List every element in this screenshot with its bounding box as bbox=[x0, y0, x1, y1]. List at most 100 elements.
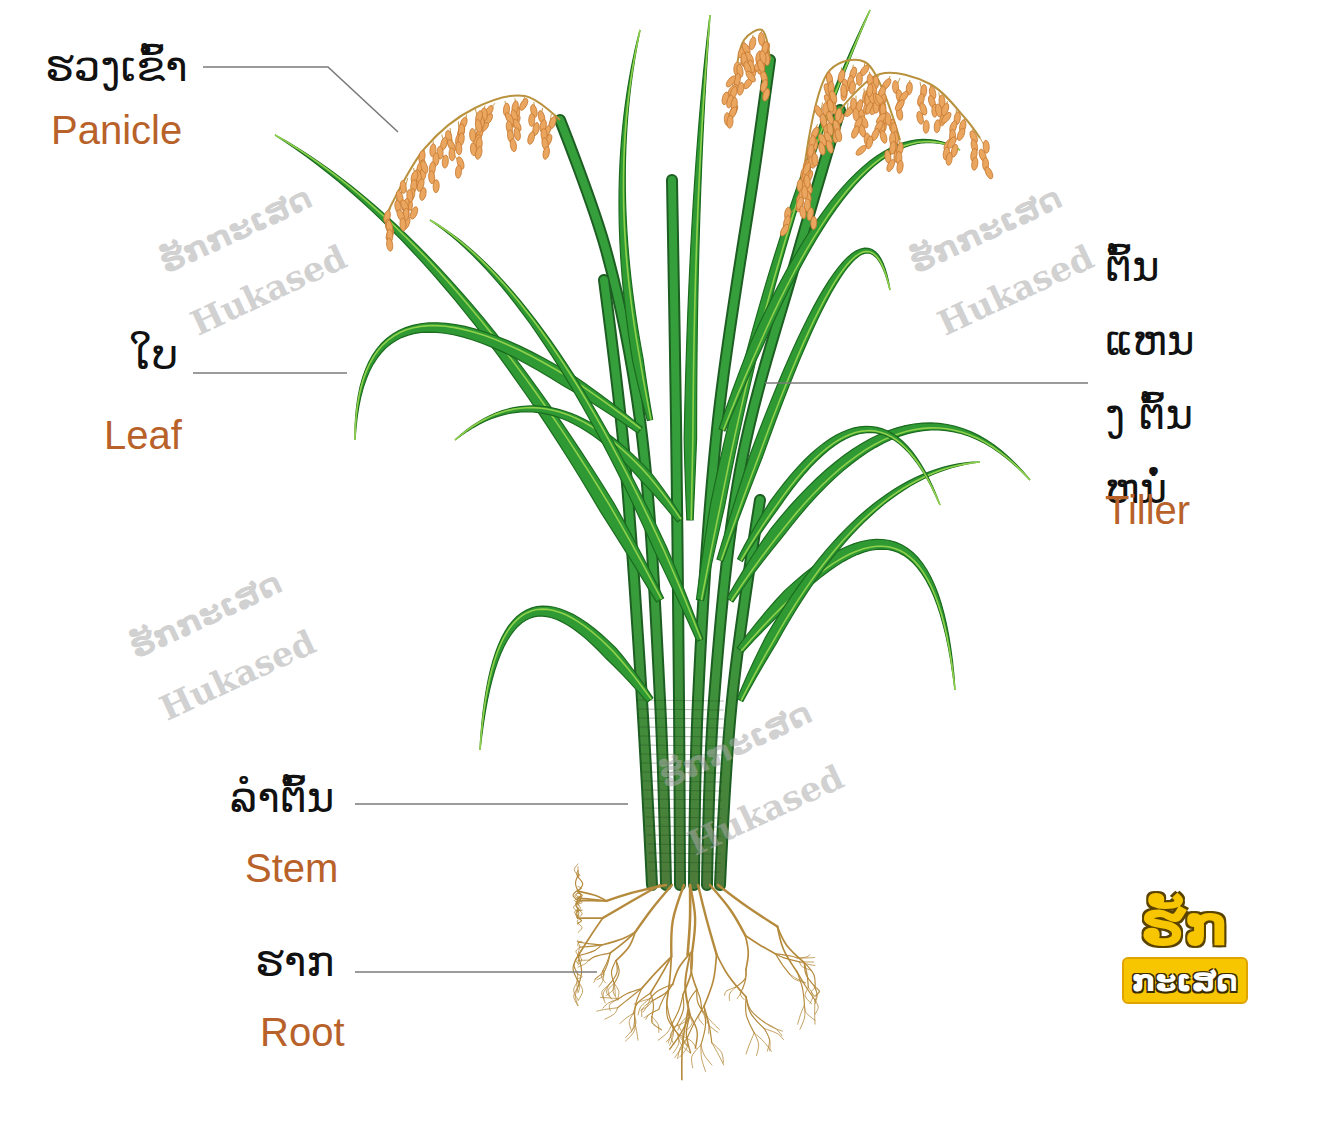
root-line bbox=[746, 997, 764, 1029]
root-line bbox=[682, 1010, 688, 1080]
leaf-vein bbox=[741, 546, 955, 690]
rice-grain bbox=[529, 113, 535, 126]
root-line bbox=[777, 927, 797, 972]
root-line bbox=[618, 989, 642, 1008]
root-line bbox=[575, 955, 579, 963]
root-line bbox=[578, 918, 581, 923]
root-line bbox=[597, 971, 604, 980]
leaf-blade bbox=[737, 539, 955, 690]
logo-heading: ຮັກ bbox=[1141, 895, 1229, 957]
rice-grain bbox=[779, 223, 791, 237]
rice-grain bbox=[971, 157, 979, 171]
root-line bbox=[573, 890, 578, 901]
root-line bbox=[735, 969, 746, 987]
root-line bbox=[589, 953, 610, 960]
sheath-stripe bbox=[638, 727, 723, 728]
root-line bbox=[764, 1029, 770, 1051]
rice-grain bbox=[879, 130, 888, 144]
leaf-blade bbox=[738, 426, 940, 561]
root-line bbox=[746, 997, 755, 1033]
rice-grain bbox=[399, 218, 406, 231]
rice-grain bbox=[744, 70, 757, 84]
rice-grain bbox=[419, 160, 429, 174]
root-line bbox=[574, 909, 578, 916]
leaf-vein bbox=[430, 220, 701, 640]
rice-grain bbox=[885, 158, 896, 172]
part-label: Panicle bbox=[51, 106, 182, 154]
rice-grain bbox=[761, 88, 771, 102]
leaf-blade bbox=[727, 423, 1030, 602]
part-label: ຕົ້ນແຫນງ ຕົ້ນຫນໍ່ bbox=[1105, 230, 1195, 526]
rice-grain bbox=[736, 82, 744, 96]
root-line bbox=[578, 909, 582, 918]
root-line bbox=[672, 995, 683, 1024]
rice-grain bbox=[509, 138, 517, 152]
root-line bbox=[667, 1003, 678, 1034]
root-line bbox=[650, 984, 673, 998]
rice-grain bbox=[386, 238, 394, 252]
root-line bbox=[614, 983, 619, 1000]
rice-grain bbox=[854, 144, 868, 157]
leaf-vein bbox=[723, 142, 960, 431]
rice-grain bbox=[756, 59, 766, 73]
leaf-vein bbox=[731, 428, 1030, 601]
rice-grain bbox=[474, 146, 483, 160]
root-line bbox=[652, 984, 673, 1001]
rice-grain bbox=[945, 152, 953, 166]
sheath-stripe bbox=[650, 871, 721, 872]
leaf-blade bbox=[684, 15, 710, 520]
rice-grain bbox=[455, 142, 462, 155]
root-line bbox=[603, 953, 610, 974]
leaf-vein bbox=[741, 431, 940, 561]
rice-grain bbox=[409, 206, 419, 220]
root-line bbox=[603, 953, 610, 971]
logo-box-text: ກະເສດ bbox=[1122, 957, 1248, 1004]
root-line bbox=[804, 963, 814, 986]
rice-grain bbox=[803, 175, 810, 189]
root-line bbox=[800, 1005, 805, 1030]
root-line bbox=[578, 943, 580, 947]
root-line bbox=[745, 935, 775, 953]
part-label: Root bbox=[260, 1008, 345, 1056]
root-line bbox=[578, 918, 603, 956]
leaf-shape bbox=[696, 10, 870, 601]
rice-grain bbox=[449, 148, 456, 161]
root-line bbox=[577, 920, 579, 923]
root-line bbox=[578, 960, 589, 961]
sheath-stripe bbox=[649, 862, 721, 863]
sheath-stripe bbox=[645, 808, 722, 809]
rice-grain bbox=[542, 146, 551, 160]
leaf-blade bbox=[619, 30, 653, 421]
root-line bbox=[698, 885, 717, 954]
root-line bbox=[578, 877, 583, 891]
root-line bbox=[618, 989, 641, 999]
leaf-shape bbox=[430, 220, 703, 641]
part-label: ລຳຕົ້ນ bbox=[230, 771, 335, 826]
rice-grain bbox=[799, 205, 807, 219]
root-line bbox=[576, 947, 580, 955]
rice-grain bbox=[983, 166, 994, 180]
root-line bbox=[578, 896, 582, 899]
leaf-blade bbox=[696, 10, 870, 601]
rice-grain bbox=[940, 111, 953, 125]
leaf-blade bbox=[275, 135, 664, 602]
rice-grain bbox=[850, 125, 861, 139]
root-line bbox=[611, 961, 616, 984]
rice-grain bbox=[442, 155, 449, 168]
root-line bbox=[578, 900, 607, 902]
rice-grain bbox=[455, 165, 462, 178]
root-line bbox=[797, 972, 815, 1000]
rice-grain bbox=[474, 119, 482, 133]
leaf-shape bbox=[684, 15, 710, 520]
root-line bbox=[737, 988, 742, 998]
root-line bbox=[646, 1009, 659, 1019]
rice-grain bbox=[834, 128, 843, 142]
part-label: ຮວງເຂົ້າ bbox=[45, 40, 188, 95]
rice-grain bbox=[849, 81, 856, 95]
root-line bbox=[746, 1033, 754, 1054]
root-line bbox=[635, 1020, 638, 1040]
root-line bbox=[576, 899, 578, 909]
rice-grain bbox=[825, 140, 835, 154]
rice-grain bbox=[896, 160, 904, 174]
root-line bbox=[614, 983, 615, 996]
